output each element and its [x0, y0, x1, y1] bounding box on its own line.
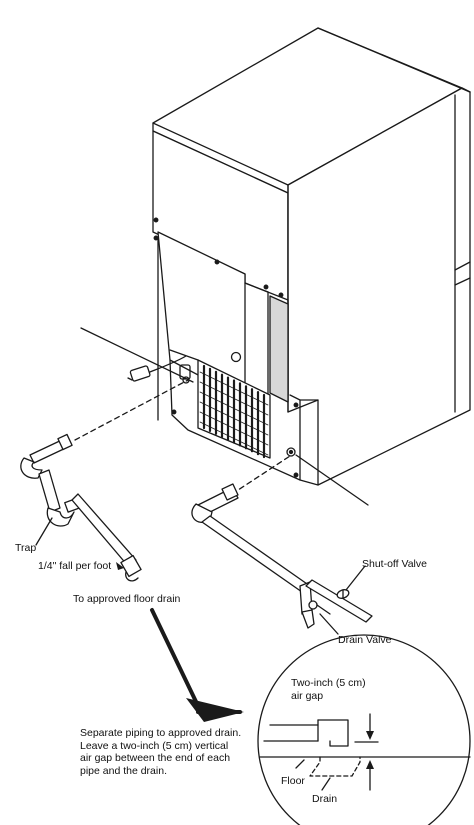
fall-per-foot-label: 1/4" fall per foot [38, 560, 112, 572]
dashed-connector-right [231, 455, 291, 495]
louver-crossbar [199, 391, 269, 426]
shutoff-valve-label: Shut-off Valve [362, 558, 427, 570]
louver-crossbar [199, 371, 269, 406]
dashed-connector-left [74, 379, 189, 441]
note-line: pipe and the drain. [80, 764, 167, 777]
vent-louvers [199, 364, 269, 459]
floor-label: Floor [281, 775, 305, 787]
louver-crossbar [199, 401, 269, 436]
leader-shutoff [345, 565, 366, 591]
leader-line-upper [80, 327, 194, 383]
right-drain-pipe [191, 483, 373, 629]
leader-trap [35, 517, 53, 546]
note-line: air gap between the end of each [80, 752, 231, 764]
louver-crossbar [199, 411, 269, 446]
louver-crossbar [199, 381, 269, 416]
note-line: Separate piping to approved drain. [80, 727, 242, 739]
air-gap-label-line: Two-inch (5 cm) [291, 677, 366, 689]
floor-drain-label: To approved floor drain [73, 593, 181, 605]
power-cord-plug [127, 355, 187, 382]
separate-piping-note: Separate piping to approved drain. Leave… [80, 727, 270, 777]
air-gap-detail-circle [257, 634, 471, 825]
leader-drain-valve [319, 613, 339, 635]
ice-machine-cabinet [152, 27, 471, 486]
louver-crossbar [199, 421, 269, 456]
trap-label: Trap [15, 542, 37, 554]
air-gap-label-line: air gap [291, 689, 324, 702]
note-line: Leave a two-inch (5 cm) vertical [80, 739, 229, 752]
drain-label: Drain [312, 793, 338, 805]
direction-arrow-icon [150, 608, 244, 722]
drain-valve-label: Drain Valve [338, 634, 392, 646]
left-drain-pipe [20, 433, 142, 582]
leader-line-right [295, 454, 369, 506]
air-gap-label: Two-inch (5 cm) air gap [291, 677, 366, 702]
